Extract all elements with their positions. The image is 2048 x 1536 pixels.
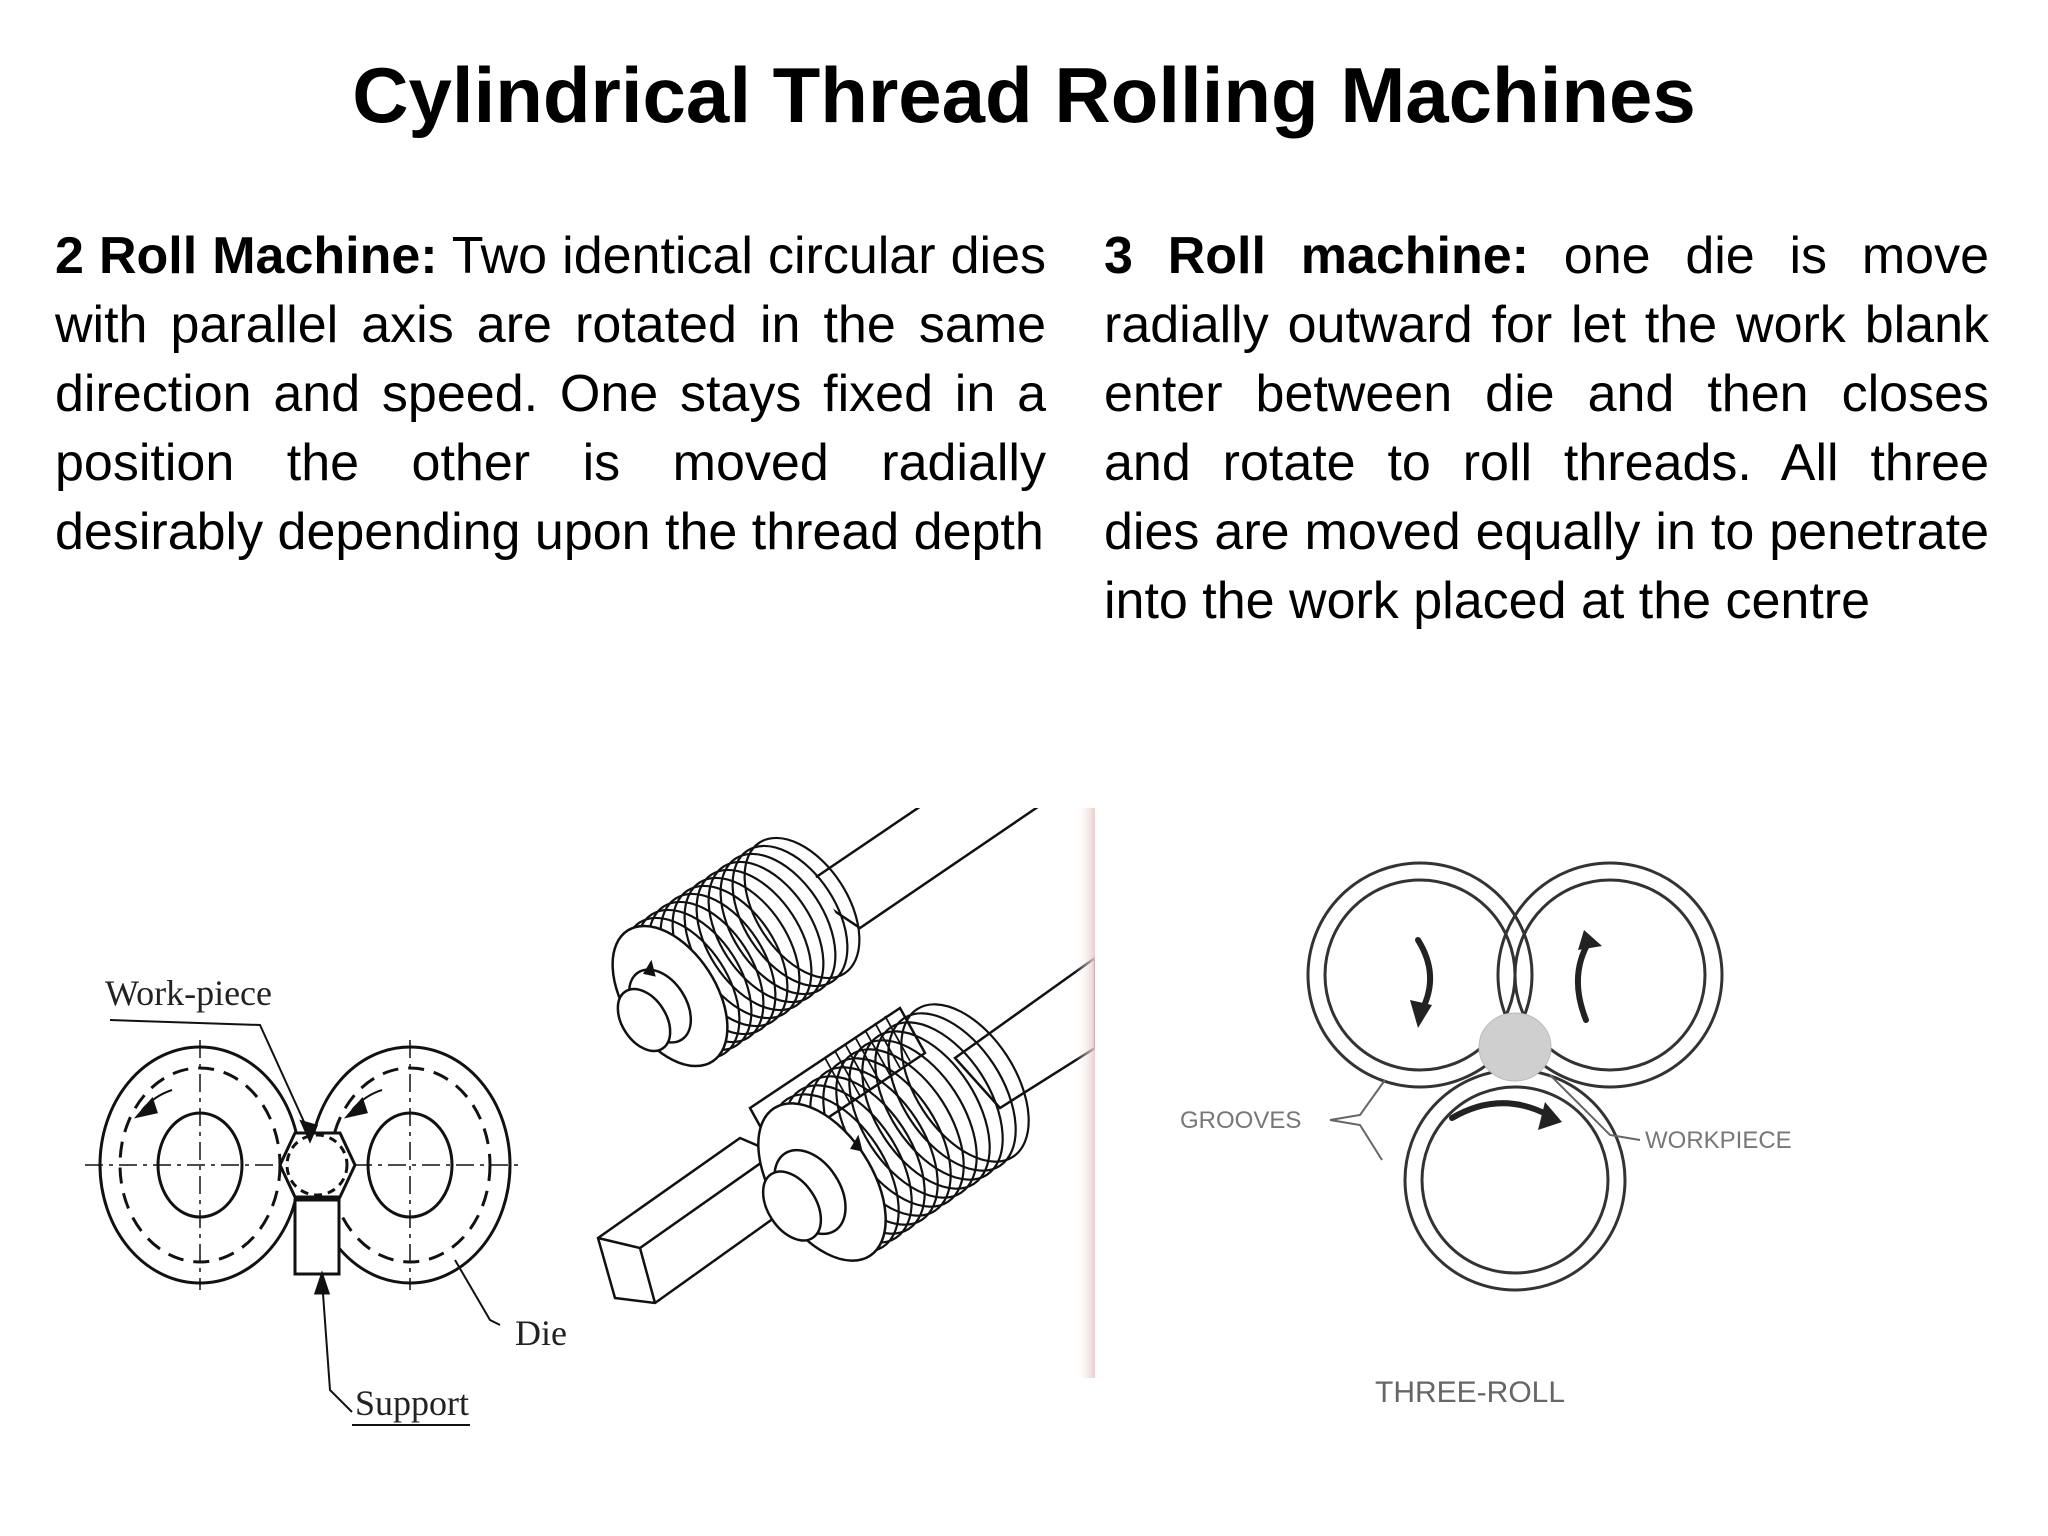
die-label: Die <box>515 1313 567 1353</box>
upper-right-die <box>1496 861 1724 1089</box>
two-roll-heading: 2 Roll Machine: <box>55 227 438 285</box>
upper-die-roll <box>610 836 861 1078</box>
two-roll-schematic: Work-piece Die Support <box>85 973 567 1426</box>
support-label: Support <box>355 1383 469 1423</box>
threaded-rolls-illustration <box>596 808 1095 1378</box>
workpiece-circle <box>1478 1012 1552 1082</box>
support-block <box>293 1198 341 1276</box>
slide-title: Cylindrical Thread Rolling Machines <box>352 51 1696 139</box>
three-roll-heading: 3 Roll machine: <box>1104 227 1529 285</box>
workpiece-label: Work-piece <box>105 973 272 1013</box>
two-roll-body: Two identical circular dies with paralle… <box>55 227 1046 561</box>
three-roll-workpiece-label: WORKPIECE <box>1645 1127 1792 1154</box>
three-roll-body: one die is move radially outward for let… <box>1104 227 1990 630</box>
workpiece-shape <box>278 1131 357 1199</box>
three-roll-schematic: GROOVES WORKPIECE THREE-ROLL <box>1180 861 1792 1409</box>
right-die <box>308 1040 520 1290</box>
lower-die-roll <box>757 1003 1030 1262</box>
grooves-label: GROOVES <box>1180 1107 1301 1134</box>
three-roll-caption: THREE-ROLL <box>1375 1376 1565 1409</box>
two-roll-description: 2 Roll Machine: Two identical circular d… <box>55 222 1046 567</box>
three-roll-description: 3 Roll machine: one die is move radially… <box>1104 222 1989 636</box>
